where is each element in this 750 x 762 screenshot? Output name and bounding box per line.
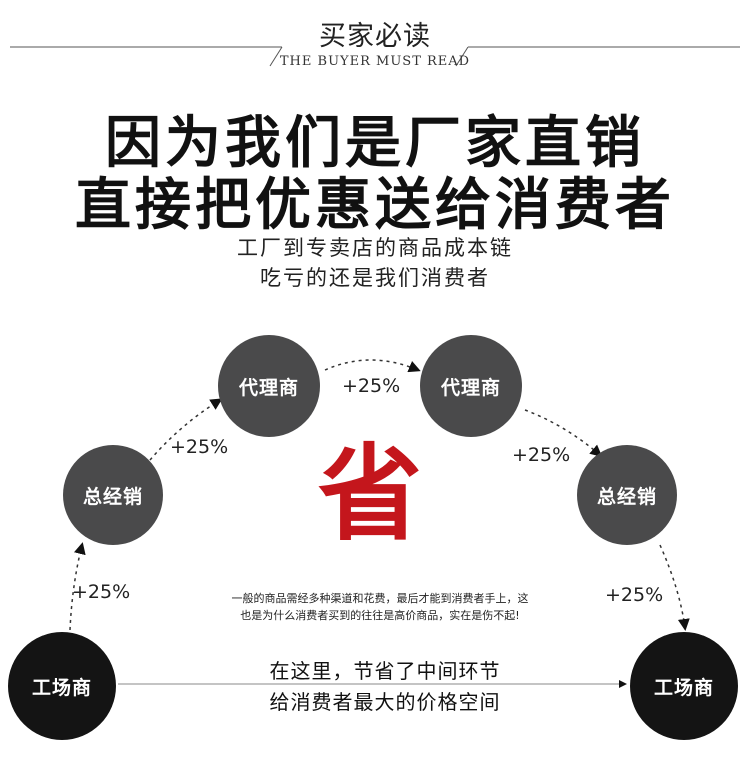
note-line2: 也是为什么消费者买到的往往是高价商品，实在是伤不起! (240, 609, 520, 622)
subhead-line1: 工厂到专卖店的商品成本链 (237, 236, 513, 260)
arrow-distributor-to-agent-left (149, 398, 223, 461)
markup-left-upper: +25% (170, 436, 229, 458)
markup-left-lower: +25% (72, 581, 131, 603)
subhead-line2: 吃亏的还是我们消费者 (260, 266, 490, 290)
node-distributor-right: 总经销 (577, 445, 677, 545)
markup-top: +25% (342, 375, 401, 397)
markup-right-lower: +25% (605, 584, 664, 606)
center-save-char: 省 (317, 433, 422, 555)
bottom-line1: 在这里，节省了中间环节 (269, 659, 501, 683)
node-agent-left: 代理商 (218, 335, 320, 437)
bottom-line2: 给消费者最大的价格空间 (269, 690, 501, 714)
node-factory-left: 工场商 (8, 632, 116, 740)
node-distributor-left: 总经销 (63, 445, 163, 545)
headline-line1: 因为我们是厂家直销 (105, 111, 645, 176)
note-line1: 一般的商品需经多种渠道和花费，最后才能到消费者手上，这 (231, 592, 529, 605)
header-subtitle: THE BUYER MUST READ (279, 54, 471, 69)
headline-line2: 直接把优惠送给消费者 (75, 173, 675, 238)
arrow-agent-to-distributor-right (524, 409, 603, 457)
header-title: 买家必读 (319, 21, 431, 52)
arrow-distributor-to-factory-right (659, 544, 690, 631)
arrow-agent-to-agent (324, 359, 421, 373)
node-factory-right: 工场商 (630, 632, 738, 740)
node-agent-right: 代理商 (420, 335, 522, 437)
markup-right-upper: +25% (512, 444, 571, 466)
arrow-factory-to-distributor-left (69, 542, 86, 631)
